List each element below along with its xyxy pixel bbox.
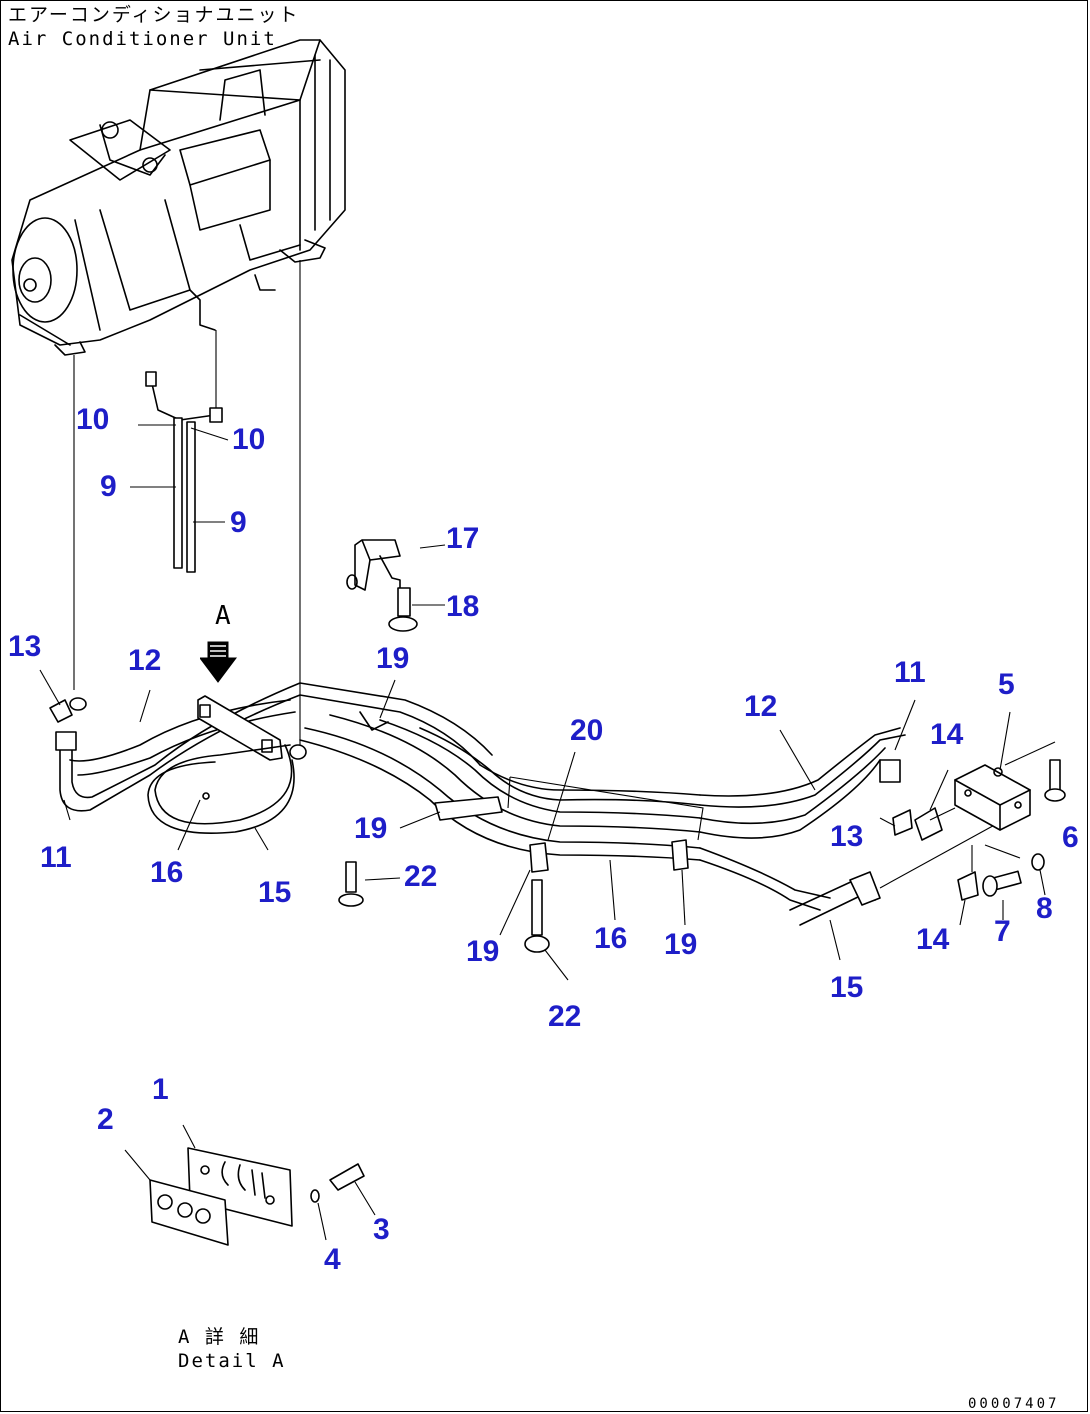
callout-19: 19 bbox=[354, 812, 388, 845]
drain-hoses bbox=[130, 371, 229, 573]
detail-a-parts bbox=[124, 1124, 376, 1246]
callout-12: 12 bbox=[744, 690, 778, 723]
callout-10: 10 bbox=[232, 423, 266, 456]
callout-15: 15 bbox=[830, 971, 864, 1004]
drawing-code: 00007407 bbox=[968, 1396, 1060, 1412]
bolt-18 bbox=[388, 587, 445, 632]
view-a-arrow-icon bbox=[200, 641, 237, 683]
callout-19: 19 bbox=[466, 935, 500, 968]
callout-14: 14 bbox=[916, 923, 950, 956]
callout-17: 17 bbox=[446, 522, 480, 555]
callout-19: 19 bbox=[376, 642, 410, 675]
callout-18: 18 bbox=[446, 590, 480, 623]
bracket-17 bbox=[346, 539, 446, 606]
title-english: Air Conditioner Unit bbox=[8, 28, 277, 50]
callout-9: 9 bbox=[230, 506, 247, 539]
callout-7: 7 bbox=[994, 915, 1011, 948]
callout-3: 3 bbox=[373, 1213, 390, 1246]
callout-15: 15 bbox=[258, 876, 292, 909]
callout-2: 2 bbox=[97, 1103, 114, 1136]
callout-16: 16 bbox=[150, 856, 184, 889]
right-fittings bbox=[892, 711, 1066, 926]
hose-bundle bbox=[55, 682, 1001, 953]
title-japanese: エアーコンディショナユニット bbox=[8, 4, 300, 26]
callout-5: 5 bbox=[998, 668, 1015, 701]
callout-11: 11 bbox=[894, 656, 926, 689]
callout-20: 20 bbox=[570, 714, 604, 747]
callout-22: 22 bbox=[404, 860, 438, 893]
view-a-letter: A bbox=[215, 601, 233, 631]
callout-14: 14 bbox=[930, 718, 964, 751]
callout-6: 6 bbox=[1062, 821, 1079, 854]
callout-13: 13 bbox=[830, 820, 864, 853]
drop-lines bbox=[73, 260, 301, 745]
callout-19: 19 bbox=[664, 928, 698, 961]
callout-12: 12 bbox=[128, 644, 162, 677]
callout-10: 10 bbox=[76, 403, 110, 436]
callout-4: 4 bbox=[324, 1243, 341, 1276]
callout-1: 1 bbox=[152, 1073, 169, 1106]
leader-lines bbox=[39, 669, 916, 981]
callout-11: 11 bbox=[40, 841, 72, 874]
callout-13: 13 bbox=[8, 630, 42, 663]
air-conditioner-unit bbox=[11, 39, 346, 356]
callout-22: 22 bbox=[548, 1000, 582, 1033]
callout-8: 8 bbox=[1036, 892, 1053, 925]
callout-16: 16 bbox=[594, 922, 628, 955]
callout-9: 9 bbox=[100, 470, 117, 503]
detail-japanese: A 詳 細 bbox=[178, 1326, 261, 1348]
detail-english: Detail A bbox=[178, 1350, 286, 1372]
